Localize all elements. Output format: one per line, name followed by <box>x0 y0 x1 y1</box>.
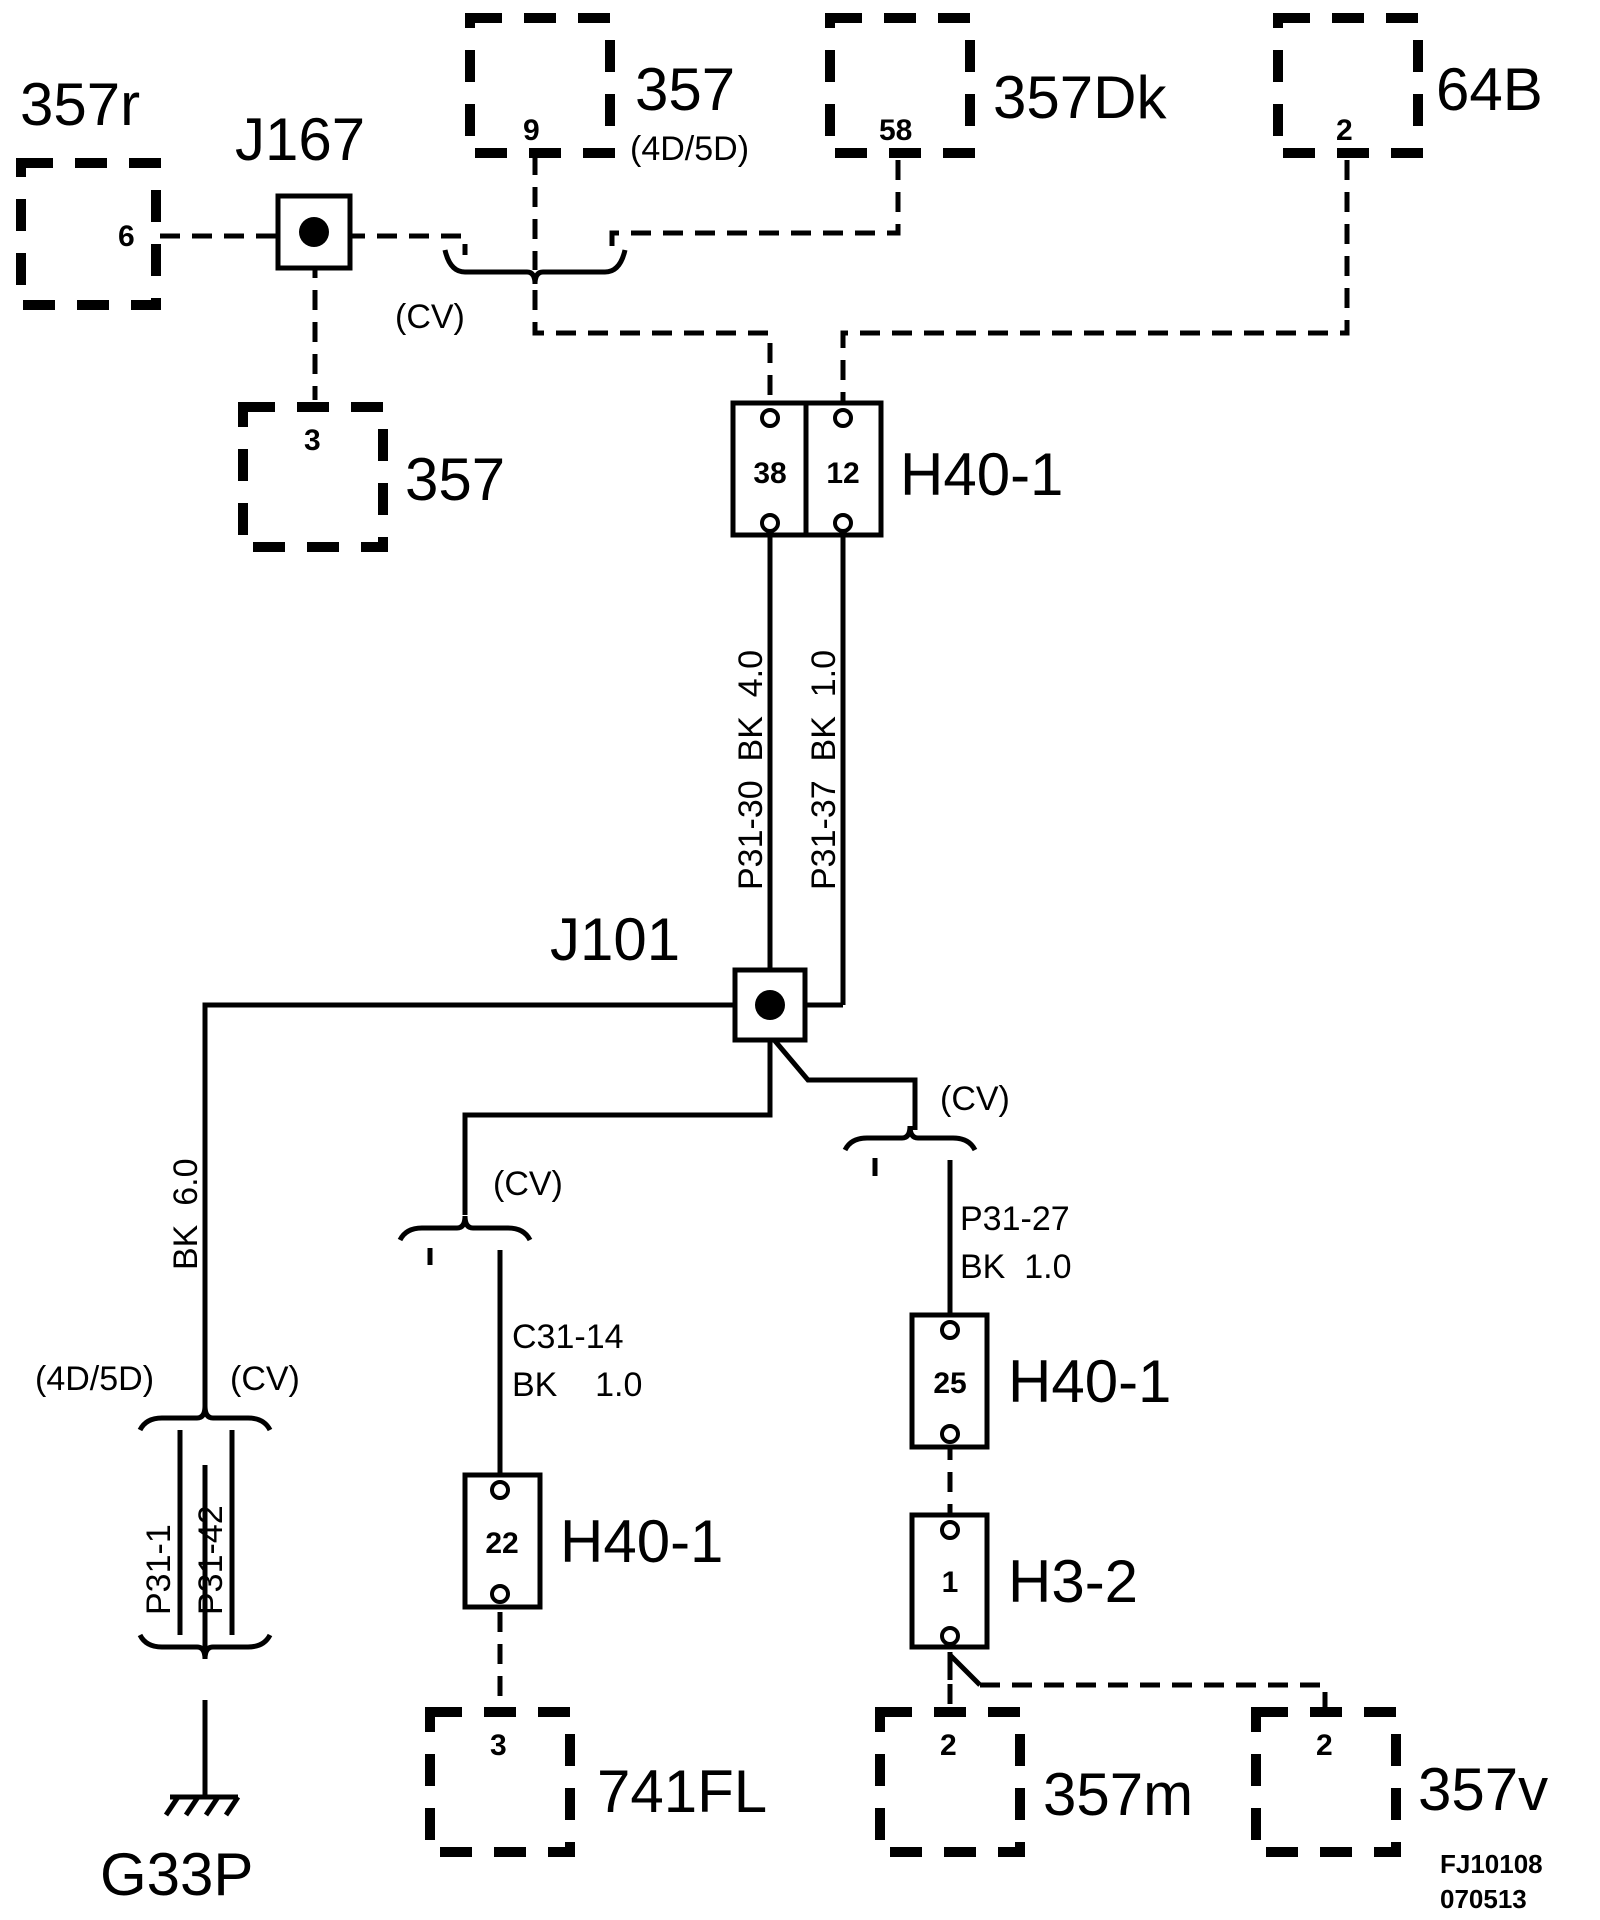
ground-label: G33P <box>100 1841 253 1908</box>
wire-label-c31-14: C31-14 <box>512 1318 624 1356</box>
wire-label-p31-1: P31-1 <box>140 1524 178 1615</box>
connector-357-name: 357 <box>405 446 505 513</box>
connector-357: 357 3 <box>238 402 505 552</box>
solid-wires <box>202 525 982 1795</box>
connector-357-pin: 3 <box>304 424 321 457</box>
option-4d5d-ground: (4D/5D) <box>35 1360 154 1398</box>
inline-h40-25-pin: 25 <box>933 1367 966 1400</box>
connector-357-4d5d: 357 (4D/5D) 9 <box>465 13 749 168</box>
connector-357v-name: 357v <box>1418 1756 1548 1823</box>
footer-date: 070513 <box>1440 1884 1527 1914</box>
connector-741fl-name: 741FL <box>597 1758 767 1825</box>
ground-symbol <box>163 1794 241 1817</box>
connector-357-top-sub: (4D/5D) <box>630 130 749 168</box>
connector-357v-pin: 2 <box>1316 1729 1333 1762</box>
wire-label-p31-37: P31-37 BK 1.0 <box>805 650 843 890</box>
wire-label-p31-30: P31-30 BK 4.0 <box>732 650 770 890</box>
connector-357dk-pin: 58 <box>879 114 912 147</box>
connector-357-top-name: 357 <box>635 56 735 123</box>
connector-357m: 357m 2 <box>875 1707 1193 1857</box>
connector-357r-name: 357r <box>20 71 140 138</box>
connector-357dk: 357Dk 58 <box>825 13 1167 158</box>
junction-j101: J101 <box>550 906 808 1043</box>
connector-741fl-pin: 3 <box>490 1729 507 1762</box>
connector-357m-name: 357m <box>1043 1761 1193 1828</box>
connector-357v: 357v 2 <box>1251 1707 1548 1857</box>
inline-h3-2-name: H3-2 <box>1008 1548 1138 1615</box>
inline-h40-22-name: H40-1 <box>560 1508 723 1575</box>
wire-label-p31-42: P31-42 <box>192 1505 230 1615</box>
inline-h40-pin-38: 38 <box>753 457 786 490</box>
splice-brackets <box>137 249 978 1660</box>
inline-h40-1-25: 25 H40-1 <box>909 1312 1171 1450</box>
wire-label-c31-14-gauge: BK 1.0 <box>512 1366 642 1404</box>
connector-357m-pin: 2 <box>940 1729 957 1762</box>
junction-j167: J167 <box>235 106 365 271</box>
wire-label-p31-27: P31-27 <box>960 1200 1070 1238</box>
connector-357-top-pin: 9 <box>523 114 540 147</box>
inline-h40-22-pin: 22 <box>485 1527 518 1560</box>
connector-64b-pin: 2 <box>1336 114 1353 147</box>
inline-h40-top-name: H40-1 <box>900 441 1063 508</box>
option-cv-ground: (CV) <box>230 1360 300 1398</box>
wire-label-p31-27-gauge: BK 1.0 <box>960 1248 1072 1286</box>
inline-h3-2-pin: 1 <box>942 1566 959 1599</box>
inline-h40-1-top: 38 12 H40-1 <box>730 400 1063 538</box>
footer-code: FJ10108 <box>1440 1849 1543 1879</box>
inline-h40-25-name: H40-1 <box>1008 1348 1171 1415</box>
connector-741fl: 741FL 3 <box>425 1707 767 1857</box>
option-cv-top: (CV) <box>395 298 465 336</box>
inline-h40-pin-12: 12 <box>826 457 859 490</box>
wire-label-bk-6: BK 6.0 <box>167 1158 205 1270</box>
junction-j101-label: J101 <box>550 906 680 973</box>
connector-64b-name: 64B <box>1436 56 1543 123</box>
connector-64b: 64B 2 <box>1273 13 1543 158</box>
inline-h40-1-22: 22 H40-1 <box>462 1472 723 1610</box>
connector-357r: 357r 6 <box>16 71 161 310</box>
option-cv-right: (CV) <box>940 1080 1010 1118</box>
connector-357r-pin: 6 <box>118 220 135 253</box>
junction-j167-label: J167 <box>235 106 365 173</box>
inline-h3-2: 1 H3-2 <box>909 1512 1138 1650</box>
dashed-wires <box>160 155 1350 1715</box>
connector-357dk-name: 357Dk <box>993 64 1167 131</box>
option-cv-left: (CV) <box>493 1165 563 1203</box>
